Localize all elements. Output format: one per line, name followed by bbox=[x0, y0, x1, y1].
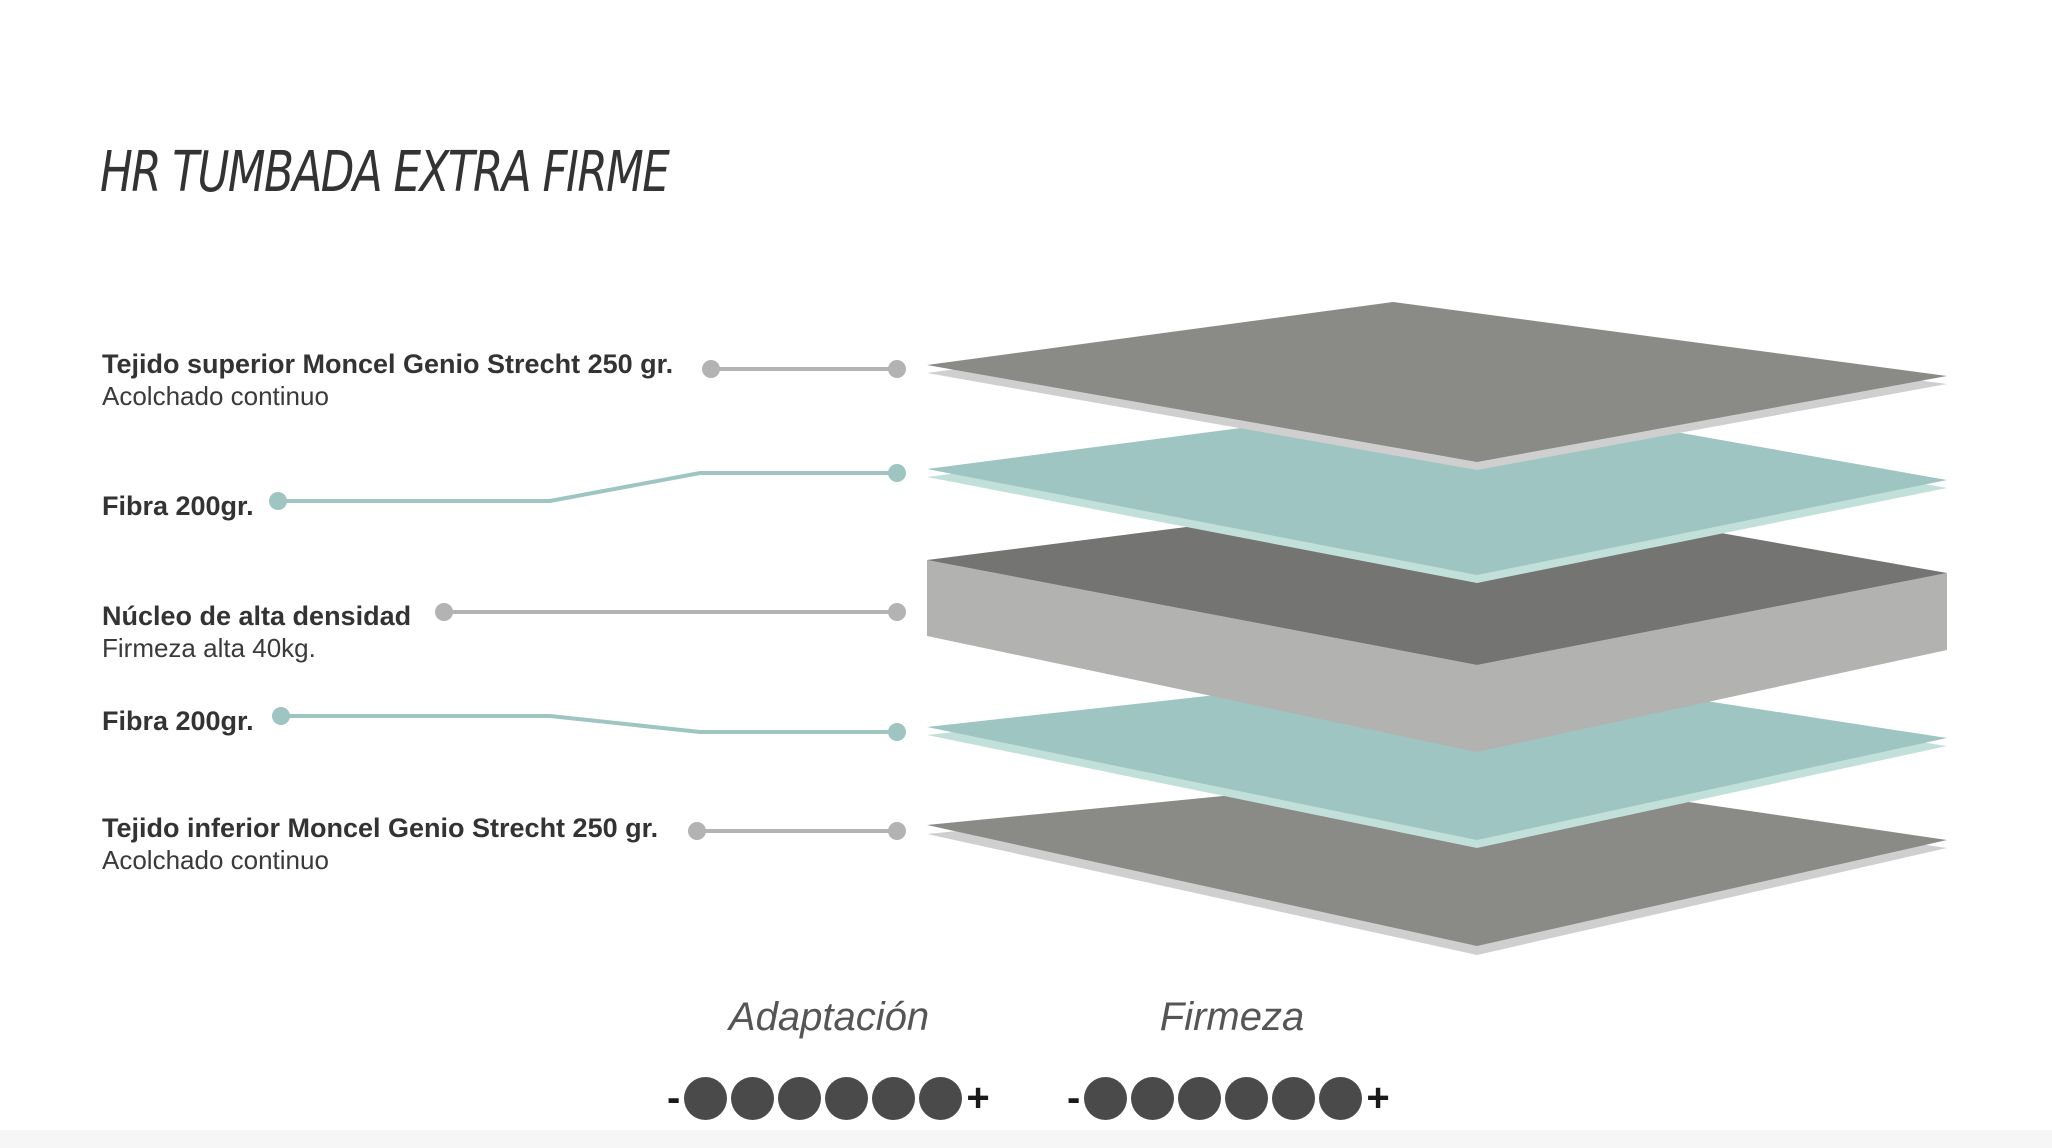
layer-name: Fibra 200gr. bbox=[102, 706, 254, 736]
footer-strip bbox=[0, 1130, 2052, 1148]
rating-dot bbox=[919, 1076, 963, 1120]
layer-fiber-top bbox=[927, 397, 1947, 583]
rating-dot bbox=[825, 1076, 869, 1120]
layer-label-top-fabric: Tejido superior Moncel Genio Strecht 250… bbox=[102, 348, 673, 412]
connector-top-fabric bbox=[702, 360, 906, 378]
minus-sign: - bbox=[667, 1076, 681, 1120]
layer-label-fiber-bottom: Fibra 200gr. bbox=[102, 705, 254, 737]
connector-fiber-top bbox=[269, 464, 906, 510]
product-title: HR TUMBADA EXTRA FIRME bbox=[100, 140, 670, 205]
rating-dot bbox=[778, 1076, 822, 1120]
firmness-label: Firmeza bbox=[1159, 995, 1305, 1039]
rating-dot bbox=[1178, 1076, 1222, 1120]
layer-name: Fibra 200gr. bbox=[102, 491, 254, 521]
rating-dot bbox=[684, 1076, 728, 1120]
minus-sign: - bbox=[1067, 1076, 1081, 1120]
rating-dot bbox=[1272, 1076, 1316, 1120]
rating-dot bbox=[1084, 1076, 1128, 1120]
plus-sign: + bbox=[1366, 1076, 1390, 1120]
rating-dot bbox=[1225, 1076, 1269, 1120]
layer-top-fabric bbox=[927, 302, 1947, 470]
layer-detail: Acolchado continuo bbox=[102, 845, 329, 875]
rating-dot bbox=[872, 1076, 916, 1120]
plus-sign: + bbox=[966, 1076, 990, 1120]
firmness-rating: - + bbox=[1067, 1068, 1390, 1128]
layer-detail: Acolchado continuo bbox=[102, 381, 329, 411]
adaptation-rating: - + bbox=[667, 1068, 990, 1128]
connector-fiber-bottom bbox=[272, 707, 906, 741]
layer-bottom-fabric bbox=[927, 771, 1947, 955]
layer-label-bottom-fabric: Tejido inferior Moncel Genio Strecht 250… bbox=[102, 812, 658, 876]
layer-name: Núcleo de alta densidad bbox=[102, 601, 412, 631]
rating-dots bbox=[1084, 1076, 1363, 1120]
connector-core bbox=[435, 603, 906, 621]
connector-bottom-fabric bbox=[688, 822, 906, 840]
layer-label-core: Núcleo de alta densidad Firmeza alta 40k… bbox=[102, 600, 411, 664]
layer-fiber-bottom bbox=[927, 666, 1947, 848]
adaptation-label: Adaptación bbox=[728, 995, 930, 1039]
rating-dots bbox=[684, 1076, 963, 1120]
rating-dot bbox=[1131, 1076, 1175, 1120]
layer-detail: Firmeza alta 40kg. bbox=[102, 633, 316, 663]
layer-label-fiber-top: Fibra 200gr. bbox=[102, 490, 254, 522]
layer-name: Tejido superior Moncel Genio Strecht 250… bbox=[102, 349, 674, 379]
rating-dot bbox=[1319, 1076, 1363, 1120]
rating-dot bbox=[731, 1076, 775, 1120]
layer-name: Tejido inferior Moncel Genio Strecht 250… bbox=[102, 813, 659, 843]
